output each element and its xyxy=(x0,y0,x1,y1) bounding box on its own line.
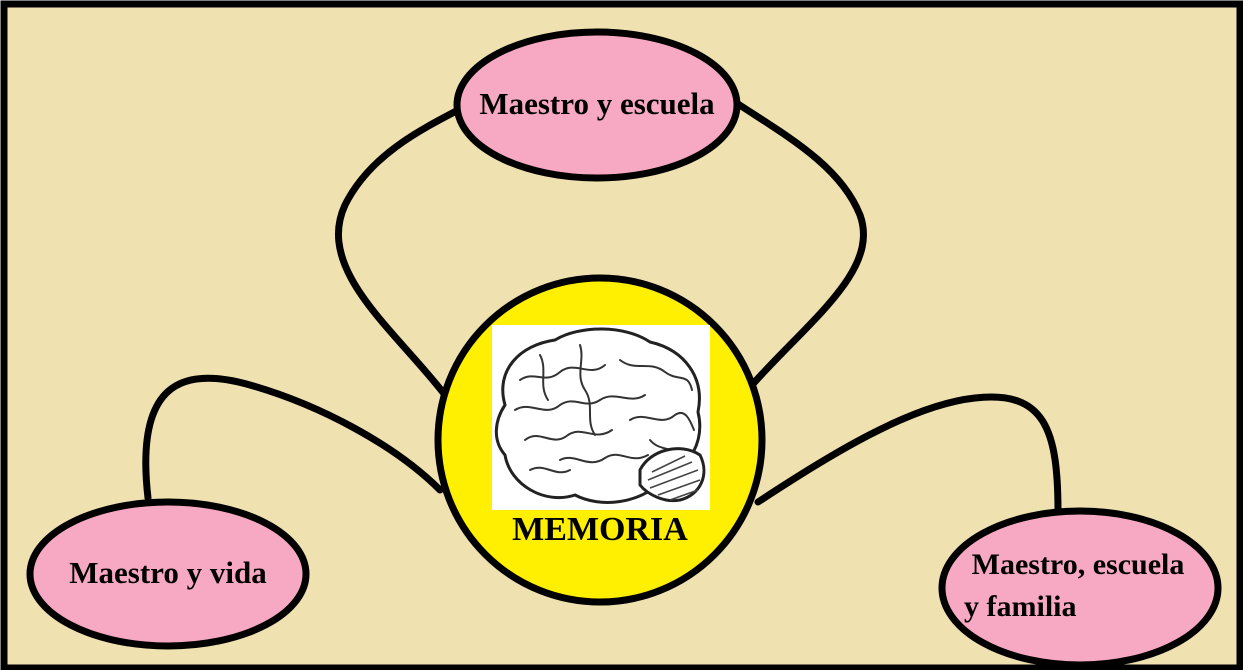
node-right[interactable]: Maestro, escuela y familia xyxy=(942,511,1218,665)
center-label: MEMORIA xyxy=(512,511,688,548)
cerebellum-icon xyxy=(640,449,704,501)
node-right-label-line1: Maestro, escuela xyxy=(972,548,1185,581)
node-right-ellipse xyxy=(942,511,1218,665)
node-top-label: Maestro y escuela xyxy=(479,86,715,121)
node-top[interactable]: Maestro y escuela xyxy=(457,32,737,178)
center-node[interactable]: MEMORIA xyxy=(438,278,762,602)
node-right-label-line2: y familia xyxy=(964,590,1077,623)
brain-icon xyxy=(492,325,710,510)
node-left[interactable]: Maestro y vida xyxy=(30,502,306,646)
node-left-label: Maestro y vida xyxy=(69,555,267,590)
